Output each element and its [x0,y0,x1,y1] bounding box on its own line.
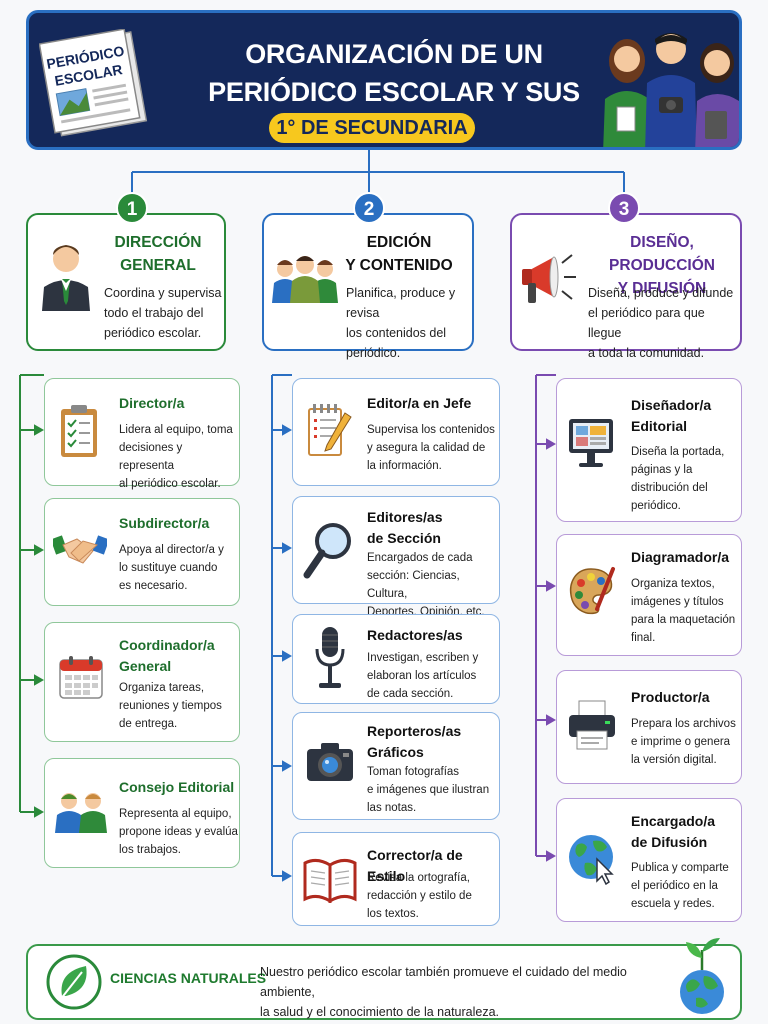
header-banner: PERIÓDICO ESCOLAR ORGANIZACIÓN DE UN PER… [26,10,742,150]
category-edicion-card: EDICIÓN Y CONTENIDO Planifica, produce y… [262,213,474,360]
role-card-consejo: Consejo Editorial Representa al equipo,p… [44,758,240,868]
footer-label: CIENCIAS NATURALES [110,970,267,986]
role-card-editor-jefe: Editor/a en Jefe Supervisa los contenido… [292,378,500,486]
category-title: DISEÑO, PRODUCCIÓN Y DIFUSIÓN [609,234,715,297]
leaf-icon [46,954,102,1010]
monitor-icon [569,419,613,467]
footer-text: Nuestro periódico escolar también promue… [260,965,627,1019]
role-title: Productor/a [631,689,710,705]
category-description: Coordina y supervisa todo el trabajo del… [104,286,222,340]
palette-icon [569,567,615,615]
group-icon [55,793,107,833]
person-icon [42,245,90,311]
book-icon [303,858,357,903]
category-diseno-card: DISEÑO, PRODUCCIÓN Y DIFUSIÓN Diseña, pr… [510,213,742,360]
globe-icon [569,835,614,885]
role-title: Subdirector/a [119,515,210,531]
category-title: EDICIÓN Y CONTENIDO [345,234,453,274]
role-card-diagramador: Diagramador/a Organiza textos,imágenes y… [556,534,742,656]
category-number-badge: 1 [116,192,148,224]
magnifier-icon [303,523,351,579]
category-description: Diseña, produce y difunde el periódico p… [588,286,734,360]
role-description: Representa al equipo,propone ideas y eva… [119,808,238,856]
clipboard-icon [61,405,97,457]
camera-icon [307,743,353,781]
footer-banner: CIENCIAS NATURALES Nuestro periódico esc… [26,938,742,1020]
megaphone-icon [522,254,576,303]
handshake-icon [53,535,107,564]
earth-plant-icon [680,938,724,1014]
notepad-pencil-icon [308,404,352,456]
grade-badge: 1° DE SECUNDARIA [269,113,475,143]
role-title: Corrector/a de Estilo [367,847,463,884]
role-title: Redactores/as [367,627,463,643]
role-title: Director/a [119,395,185,411]
role-card-corrector: Corrector/a de Estilo Revisa la ortograf… [292,832,500,926]
role-title: Diagramador/a [631,549,730,565]
role-title: Editor/a en Jefe [367,395,472,411]
role-title: Consejo Editorial [119,779,235,795]
category-title: DIRECCIÓN GENERAL [114,234,202,274]
category-description: Planifica, produce y revisa los contenid… [346,286,456,360]
students-illustration [603,33,739,147]
printer-icon [569,700,615,750]
role-description: Revisa la ortografía,redacción y estilo … [367,872,472,920]
category-number-badge: 2 [353,192,385,224]
calendar-icon [59,656,103,699]
category-number-badge: 3 [608,192,640,224]
microphone-icon [315,627,345,688]
team-icon [272,256,338,303]
category-direccion-card: DIRECCIÓN GENERAL Coordina y supervisa t… [26,213,226,351]
newspaper-icon: PERIÓDICO ESCOLAR [39,29,148,137]
